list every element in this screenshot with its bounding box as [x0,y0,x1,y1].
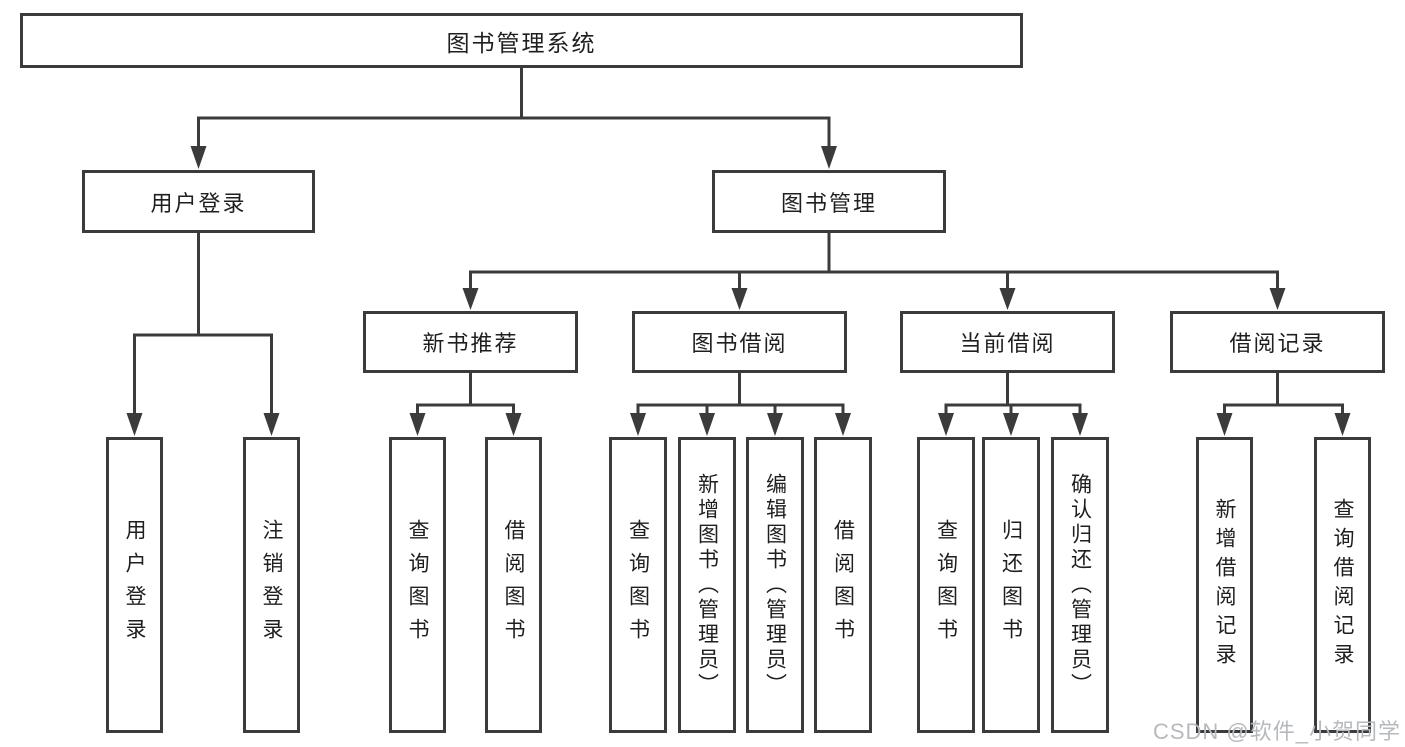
node-current-borrow: 当前借阅 [900,311,1115,373]
node-book-borrow-label: 图书借阅 [691,331,788,356]
node-book-management-label: 图书管理 [780,190,877,216]
leaf-borrow-book: 借阅图书 [814,437,872,733]
leaf-return-book: 归还图书 [982,437,1040,733]
node-root-label: 图书管理系统 [446,29,597,56]
node-borrow-records-label: 借阅记录 [1229,331,1326,356]
leaf-borrow-query-books-label: 查询图书 [626,519,650,651]
leaf-logout: 注销登录 [243,437,300,733]
leaf-confirm-return-admin: 确认归还（管理员） [1051,437,1109,733]
leaf-newbooks-query-books-label: 查询图书 [406,519,429,651]
node-user-login: 用户登录 [82,170,315,233]
node-new-book-recommend-label: 新书推荐 [422,331,519,356]
node-root: 图书管理系统 [20,13,1023,68]
node-book-management: 图书管理 [712,170,946,233]
leaf-add-book-admin-label: 新增图书（管理员） [695,472,719,698]
node-borrow-records: 借阅记录 [1170,311,1385,373]
leaf-return-book-label: 归还图书 [999,519,1023,651]
leaf-add-borrow-record-label: 新增借阅记录 [1213,498,1236,672]
leaf-query-borrow-record: 查询借阅记录 [1314,437,1371,733]
node-user-login-label: 用户登录 [150,190,247,216]
leaf-current-query-books: 查询图书 [917,437,975,733]
leaf-logout-label: 注销登录 [260,519,283,651]
leaf-newbooks-borrow-books-label: 借阅图书 [502,519,525,651]
leaf-borrow-book-label: 借阅图书 [831,519,855,651]
watermark: CSDN @软件_小贺同学 [1152,719,1401,744]
leaf-newbooks-query-books: 查询图书 [389,437,446,733]
leaf-current-query-books-label: 查询图书 [934,519,958,651]
leaf-user-login: 用户登录 [106,437,163,733]
leaf-confirm-return-admin-label: 确认归还（管理员） [1068,472,1092,698]
node-new-book-recommend: 新书推荐 [363,311,578,373]
leaf-newbooks-borrow-books: 借阅图书 [485,437,542,733]
leaf-query-borrow-record-label: 查询借阅记录 [1331,498,1354,672]
leaf-borrow-query-books: 查询图书 [609,437,667,733]
leaf-edit-book-admin: 编辑图书（管理员） [746,437,804,733]
leaf-user-login-label: 用户登录 [123,519,146,651]
node-current-borrow-label: 当前借阅 [959,331,1056,356]
leaf-add-book-admin: 新增图书（管理员） [678,437,736,733]
node-book-borrow: 图书借阅 [632,311,847,373]
leaf-edit-book-admin-label: 编辑图书（管理员） [763,472,787,698]
leaf-add-borrow-record: 新增借阅记录 [1196,437,1253,733]
